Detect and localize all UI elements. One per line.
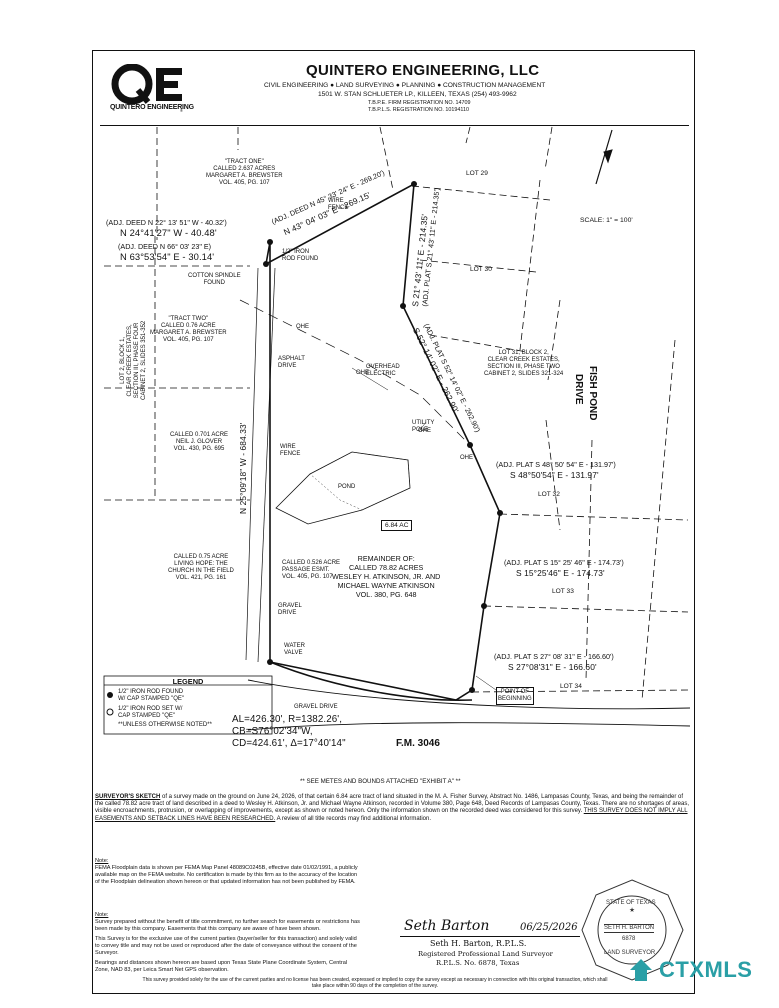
lot-31-label: LOT 31, BLOCK 2,CLEAR CREEK ESTATES,SECT… — [484, 350, 564, 377]
tbpls-registration: T.B.P.L.S. REGISTRATION NO. 10194110 — [368, 107, 469, 113]
bearing-adj-s15: (ADJ. PLAT S 15° 25' 46" E - 174.73') — [504, 558, 624, 567]
svg-text:★: ★ — [629, 906, 635, 914]
legend-rod-set: 1/2" IRON ROD SET W/CAP STAMPED "QE" — [118, 706, 183, 719]
gravel-drive-mid-label: GRAVEL DRIVE — [278, 603, 302, 616]
survey-notes: Note: Survey prepared without the benefi… — [95, 912, 360, 973]
legend-title: LEGEND — [172, 677, 204, 686]
bearing-s15: S 15°25'46" E - 174.73' — [516, 568, 605, 578]
company-address: 1501 W. STAN SCHLUETER LP., KILLEEN, TEX… — [318, 91, 517, 98]
qe-logo: ® — [111, 64, 183, 113]
bearing-n25: N 25°09'18" W - 684.33' — [238, 422, 248, 514]
ctxmls-arrow-icon — [630, 959, 652, 981]
seal-state: STATE OF TEXAS — [606, 900, 656, 906]
surveyor-title: Registered Professional Land Surveyor — [418, 950, 553, 958]
surveyor-name: Seth H. Barton, R.P.L.S. — [430, 939, 527, 948]
point-of-beginning-label: POINT OF BEGINNING — [496, 687, 534, 705]
company-name: QUINTERO ENGINEERING, LLC — [306, 62, 540, 79]
bearing-adj-n22: (ADJ. DEED N 22° 13' 51" W - 40.32') — [106, 218, 227, 227]
adjoiner-lines — [104, 126, 689, 701]
seal-name: SETH H. BARTON — [604, 924, 655, 933]
gravel-drive-bottom-label: GRAVEL DRIVE — [294, 704, 338, 710]
surveyors-sketch-note: SURVEYOR'S SKETCH of a survey made on th… — [95, 794, 690, 822]
wire-fence-mid-label: WIRE FENCE — [280, 444, 301, 457]
fish-pond-drive-label: FISH POND — [587, 366, 598, 421]
fema-note: Note: FEMA Floodplain data is shown per … — [95, 858, 358, 885]
lot-29: LOT 29 — [466, 170, 488, 177]
iron-rods — [263, 181, 503, 693]
north-arrow-icon — [595, 129, 613, 185]
lot-2-label: LOT 2, BLOCK 1,CLEAR CREEK ESTATES,SECTI… — [120, 320, 147, 400]
pond-outline — [275, 451, 411, 525]
water-valve-label: WATER VALVE — [284, 643, 305, 656]
wire-fence-top-label: WIRE FENCE — [328, 198, 349, 211]
bearing-n24: N 24°41'27" W - 40.48' — [120, 227, 217, 238]
surveyor-signature: Seth Barton — [404, 918, 490, 934]
surveyor-seal: ★ — [581, 879, 684, 981]
lot-34: LOT 34 — [560, 683, 582, 690]
tbpe-registration: T.B.P.E. FIRM REGISTRATION NO. 14709 — [368, 100, 471, 106]
overhead-electric-label: OVERHEAD ELECTRIC — [366, 364, 400, 377]
ohe-label-1: OHE — [296, 324, 310, 330]
ohe-label-2: OHE — [356, 370, 370, 376]
bearing-n63: N 63°53'54" E - 30.14' — [120, 251, 215, 262]
plat-sheet — [92, 50, 695, 994]
ohe-label-4: OHE — [460, 455, 474, 461]
asphalt-drive-label: ASPHALT DRIVE — [278, 356, 305, 369]
ctxmls-watermark: CTXMLS — [627, 956, 752, 984]
pond-label: POND — [338, 484, 356, 490]
signature-line — [400, 936, 580, 937]
svg-text:®: ® — [180, 108, 183, 113]
footer-note: This survey provided solely for the use … — [142, 977, 608, 989]
ohe-label-3: OHE — [418, 428, 432, 434]
logo-subtitle: QUINTERO ENGINEERING — [110, 104, 194, 111]
title-block — [100, 57, 689, 126]
curve-data: AL=426.30', R=1382.26',CB=S76°02'34"W,CD… — [232, 714, 346, 749]
lot-32: LOT 32 — [538, 491, 560, 498]
fm-3046-label: F.M. 3046 — [396, 738, 440, 749]
company-services: CIVIL ENGINEERING ● LAND SURVEYING ● PLA… — [264, 82, 546, 89]
seal-land-surveyor: LAND SURVEYOR — [604, 950, 656, 956]
lot-30: LOT 30 — [470, 266, 492, 273]
signature-date: 06/25/2026 — [520, 922, 578, 933]
bearing-s27: S 27°08'31" E - 166.60' — [508, 662, 597, 672]
bearing-s48: S 48°50'54" E - 131.97' — [510, 470, 599, 480]
bearing-adj-s27: (ADJ. PLAT S 27° 08' 31" E - 166.60') — [494, 652, 614, 661]
bearing-adj-s48: (ADJ. PLAT S 48° 50' 54" E - 131.97') — [496, 460, 616, 469]
lot-33: LOT 33 — [552, 588, 574, 595]
scale-label: SCALE: 1" = 100' — [580, 217, 633, 224]
legend-unless-noted: **UNLESS OTHERWISE NOTED** — [118, 722, 212, 728]
iron-rod-found-label: 1/2" IRON ROD FOUND — [282, 249, 319, 262]
utility-pole-label: UTILITY POLE — [412, 420, 435, 433]
seal-number: 6878 — [622, 936, 636, 942]
fish-pond-drive-label-2: DRIVE — [573, 374, 584, 405]
acreage-box: 6.84 AC — [381, 520, 413, 531]
bearing-adj-n66: (ADJ. DEED N 66° 03' 23" E) — [118, 242, 212, 251]
surveyor-registration: R.P.L.S. No. 6878, Texas — [436, 959, 520, 967]
see-metes-bounds: ** SEE METES AND BOUNDS ATTACHED "EXHIBI… — [300, 778, 461, 785]
cotton-spindle-label: COTTON SPINDLE FOUND — [188, 273, 241, 286]
